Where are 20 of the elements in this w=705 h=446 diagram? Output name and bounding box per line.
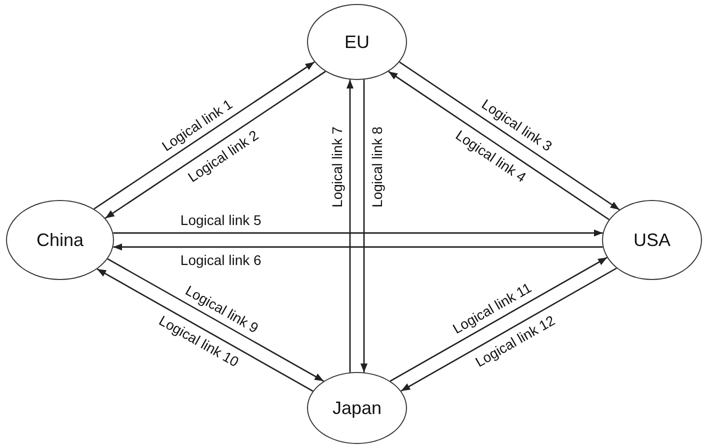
arrow [390,256,608,382]
edge-label: Logical link 8 [369,126,385,208]
arrow [113,229,603,237]
arrow [113,243,603,251]
node-label: China [36,230,84,250]
arrow [107,258,324,382]
edge-label: Logical link 6 [180,252,262,268]
arrow [399,62,620,210]
arrow [360,80,368,372]
arrow [94,61,315,210]
edge-label: Logical link 5 [180,212,262,228]
node-label: EU [344,32,370,52]
arrow [388,70,610,220]
node-label: Japan [332,398,382,418]
arrow [104,70,326,219]
arrow [346,80,354,372]
arrow [96,268,314,392]
arrow [400,268,617,392]
edge-label: Logical link 7 [329,126,345,208]
node-label: USA [633,230,670,250]
